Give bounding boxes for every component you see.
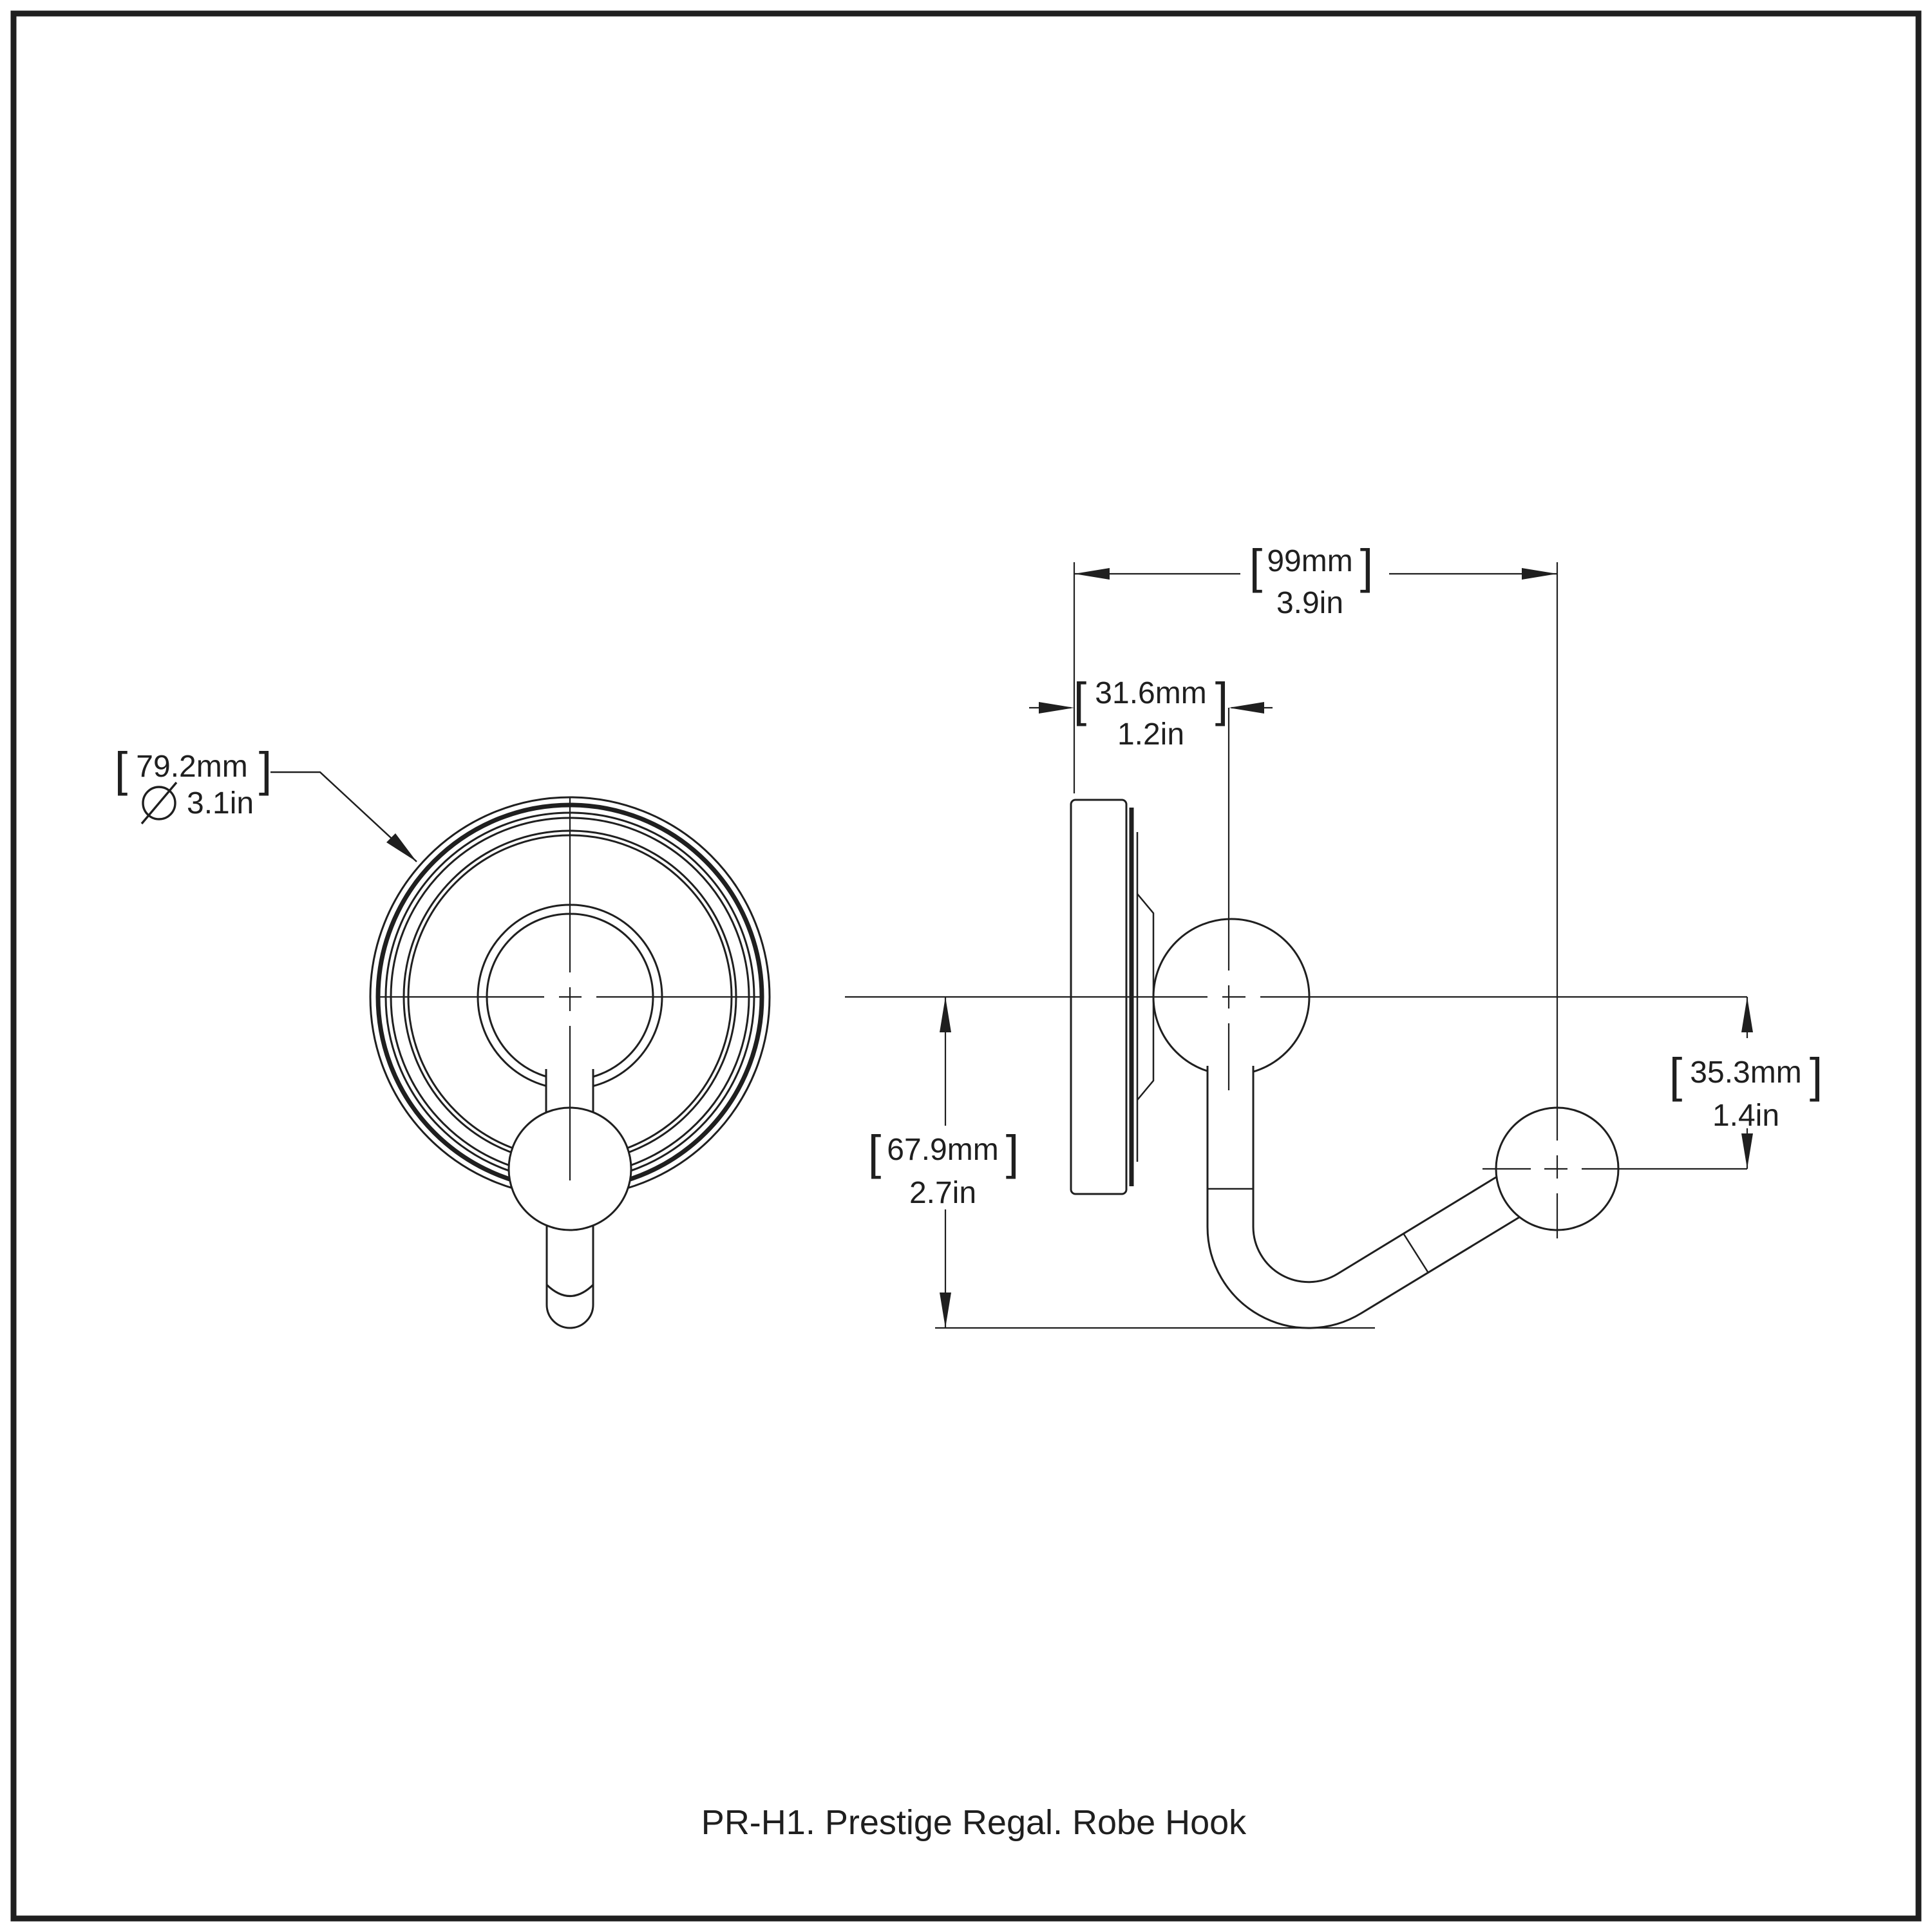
hook-inner-edge — [1252, 1176, 1497, 1283]
leader-arrowhead — [386, 833, 417, 862]
front-centerlines — [380, 797, 760, 1180]
arrowhead-right — [1522, 568, 1557, 580]
dim-hook-rise-in: 1.4in — [1712, 1099, 1779, 1133]
bracket-right: ] — [1360, 540, 1374, 593]
bracket-left: [ — [868, 1126, 882, 1179]
dim-wall-to-ball-mm: 31.6mm — [1095, 676, 1206, 710]
hook-outer-edge — [1206, 1189, 1521, 1329]
dim-plate-diameter: [ 79.2mm ] 3.1in — [115, 743, 417, 862]
arrowhead-down — [1741, 1133, 1753, 1169]
bracket-left: [ — [1669, 1048, 1683, 1102]
dim-wall-to-ball: [ 31.6mm ] 1.2in — [1029, 673, 1273, 752]
dim-overall-drop-in: 2.7in — [909, 1176, 976, 1210]
dim-projection-mm: 99mm — [1267, 544, 1352, 578]
leader-line — [270, 771, 417, 862]
drawing-caption: PR-H1. Prestige Regal. Robe Hook — [701, 1803, 1247, 1842]
arrowhead-down — [940, 1293, 951, 1328]
dim-overall-drop: [ 67.9mm ] 2.7in — [868, 997, 1375, 1329]
arrowhead-left — [1039, 702, 1074, 714]
page-border — [10, 10, 1922, 1922]
dim-hook-rise-mm: 35.3mm — [1690, 1056, 1801, 1090]
dim-projection-in: 3.9in — [1276, 586, 1343, 620]
bracket-right: ] — [1810, 1048, 1823, 1102]
front-view — [369, 796, 771, 1329]
side-stem — [1206, 1066, 1255, 1190]
bracket-left: [ — [1074, 673, 1087, 726]
arrowhead-up — [1741, 997, 1753, 1032]
diameter-icon — [140, 781, 178, 825]
dim-plate-diameter-in: 3.1in — [187, 786, 254, 820]
arrowhead-up — [940, 997, 951, 1032]
bracket-right: ] — [259, 743, 272, 796]
bracket-left: [ — [115, 743, 128, 796]
dim-overall-drop-mm: 67.9mm — [887, 1133, 998, 1167]
dim-plate-diameter-mm: 79.2mm — [136, 750, 247, 784]
hook-arm-joint-line — [1402, 1233, 1429, 1273]
arrowhead-right — [1229, 702, 1264, 714]
bracket-left: [ — [1249, 540, 1263, 593]
front-hook-tip-capsule — [545, 1224, 594, 1329]
bracket-right: ] — [1215, 673, 1229, 726]
dim-hook-rise: [ 35.3mm ] 1.4in — [1669, 997, 1823, 1169]
side-view — [845, 562, 1747, 1329]
dim-wall-to-ball-in: 1.2in — [1117, 717, 1184, 752]
bracket-right: ] — [1006, 1126, 1019, 1179]
side-centerlines — [845, 562, 1747, 1238]
dim-projection: [ 99mm ] 3.9in — [1073, 540, 1557, 793]
side-hook-arm — [1206, 1176, 1521, 1329]
arrowhead-left — [1074, 568, 1110, 580]
